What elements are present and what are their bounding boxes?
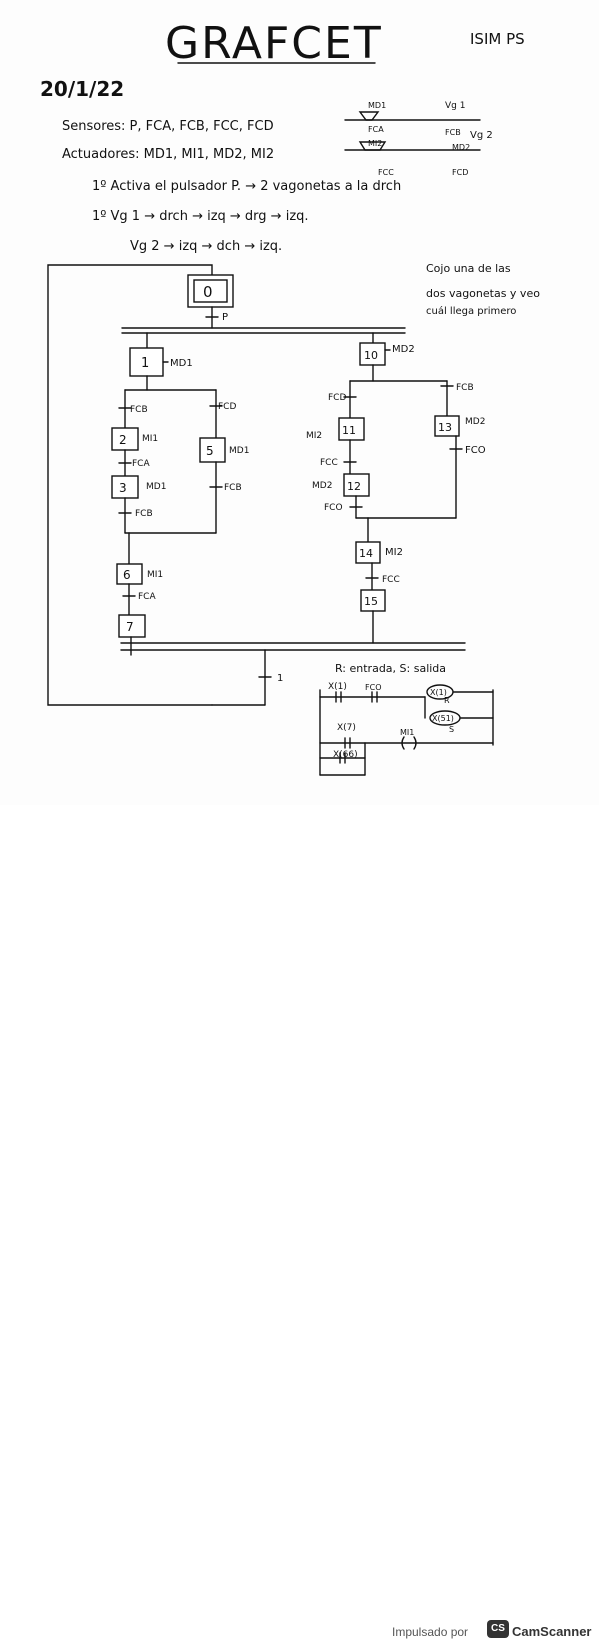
svg-text:6: 6 (123, 568, 131, 582)
side-note-3: cuál llega primero (426, 305, 516, 317)
action-6: MI1 (147, 570, 163, 580)
svg-text:FCA: FCA (132, 459, 150, 469)
svg-text:13: 13 (438, 421, 452, 434)
action-10: MD2 (392, 344, 415, 355)
ladder-legend: R: entrada, S: salida (335, 662, 446, 675)
track-sketch: MD1 Vg 1 FCA FCB Vg 2 MI2 MD2 FCC FCD (344, 101, 493, 177)
svg-text:3: 3 (119, 481, 127, 495)
step-0-label: 0 (203, 283, 213, 301)
svg-text:FCA: FCA (138, 592, 156, 602)
svg-text:15: 15 (364, 595, 378, 608)
svg-text:12: 12 (347, 480, 361, 493)
powered-by-label: Impulsado por (392, 1625, 469, 1639)
svg-text:MD2: MD2 (452, 143, 470, 152)
action-12: MD2 (312, 481, 332, 491)
loop-back-line (47, 264, 213, 706)
svg-text:X(1): X(1) (328, 682, 347, 692)
step-1 (129, 347, 164, 377)
svg-text:FCO: FCO (324, 503, 343, 513)
svg-text:10: 10 (364, 349, 378, 362)
svg-text:FCC: FCC (320, 458, 338, 468)
svg-text:11: 11 (342, 424, 356, 437)
note-line-2: 1º Vg 1 → drch → izq → drg → izq. (92, 209, 309, 224)
svg-text:FCC: FCC (382, 575, 400, 585)
corner-note: ISIM PS (470, 30, 525, 48)
svg-text:FCA: FCA (368, 125, 384, 134)
svg-text:1: 1 (141, 356, 149, 371)
transition-1: 1 (277, 673, 283, 684)
step-13 (434, 415, 460, 437)
transition-p: P (222, 312, 228, 323)
svg-text:Vg 1: Vg 1 (445, 101, 465, 111)
svg-text:7: 7 (126, 620, 134, 634)
step-5 (199, 437, 226, 463)
svg-text:R: R (444, 696, 450, 705)
svg-text:FCB: FCB (456, 383, 474, 393)
note-line-1: 1º Activa el pulsador P. → 2 vagonetas a… (92, 179, 401, 194)
svg-text:14: 14 (359, 547, 373, 560)
svg-text:5: 5 (206, 444, 214, 458)
svg-text:X(51): X(51) (432, 714, 454, 723)
step-7 (118, 614, 146, 638)
actuators-note: Actuadores: MD1, MI1, MD2, MI2 (62, 147, 274, 162)
svg-text:MD1: MD1 (368, 101, 386, 110)
sensors-note: Sensores: P, FCA, FCB, FCC, FCD (62, 119, 274, 134)
svg-text:FCO: FCO (465, 445, 486, 456)
camscanner-brand: CamScanner (512, 1624, 592, 1639)
date: 20/1/22 (40, 77, 124, 101)
svg-text:X(7): X(7) (337, 723, 356, 733)
action-5: MD1 (229, 446, 249, 456)
grafcet-drawing: GRAFCET ISIM PS 20/1/22 Sensores: P, FCA… (40, 18, 540, 776)
svg-text:FCO: FCO (365, 683, 381, 692)
svg-text:MI1: MI1 (400, 728, 414, 737)
action-11: MI2 (306, 431, 322, 441)
action-3: MD1 (146, 482, 166, 492)
svg-text:MI2: MI2 (368, 139, 382, 148)
svg-text:X(1): X(1) (430, 688, 447, 697)
step-11 (338, 417, 365, 441)
action-14: MI2 (385, 547, 403, 558)
camscanner-logo-icon: CS (487, 1620, 509, 1638)
scanned-page: GRAFCET ISIM PS 20/1/22 Sensores: P, FCA… (40, 18, 541, 776)
svg-text:FCD: FCD (218, 402, 236, 412)
svg-text:FCD: FCD (328, 393, 346, 403)
footer-bar: Impulsado por CS CamScanner (0, 805, 599, 1639)
step-14 (355, 541, 381, 564)
action-2: MI1 (142, 434, 158, 444)
side-note-1: Cojo una de las (426, 262, 511, 275)
svg-text:FCB: FCB (130, 405, 148, 415)
svg-text:2: 2 (119, 433, 127, 447)
svg-text:FCB: FCB (224, 483, 242, 493)
svg-text:FCB: FCB (445, 128, 461, 137)
side-note-2: dos vagonetas y veo (426, 287, 540, 300)
ladder-sketch: R: entrada, S: salida X(1) FCO X(1) R X(… (319, 662, 494, 776)
action-1: MD1 (170, 358, 193, 369)
step-0-inner (193, 279, 228, 303)
svg-text:S: S (449, 725, 454, 734)
svg-text:FCB: FCB (135, 509, 153, 519)
page-title: GRAFCET (165, 18, 383, 69)
svg-text:Vg 2: Vg 2 (470, 130, 493, 141)
svg-text:FCC: FCC (378, 168, 394, 177)
svg-text:FCD: FCD (452, 168, 468, 177)
note-line-3: Vg 2 → izq → dch → izq. (130, 239, 282, 254)
action-13: MD2 (465, 417, 485, 427)
